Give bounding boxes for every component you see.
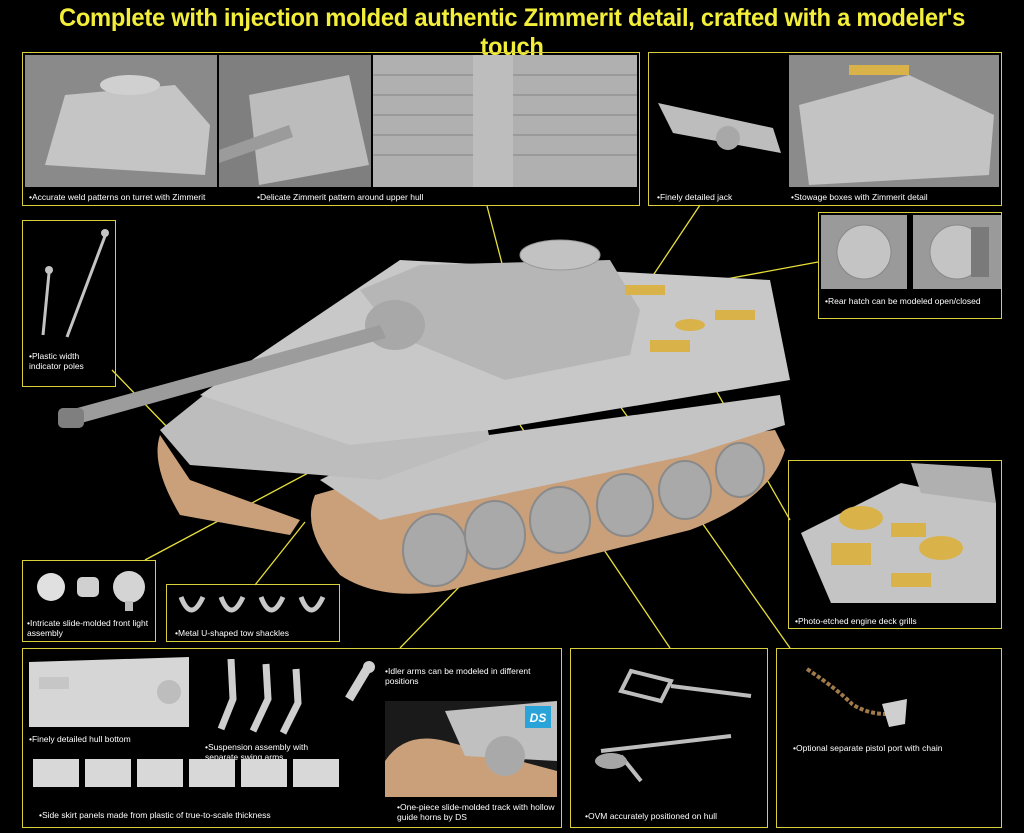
side-skirts-image — [33, 759, 339, 787]
poles-image — [41, 229, 109, 338]
rear-hatch-image — [821, 215, 1001, 289]
caption-suspension: Suspension assembly with separate swing … — [205, 742, 335, 762]
tow-shackles-image — [178, 595, 326, 613]
turret-mantlet-image — [219, 55, 371, 187]
turret-weld-image — [25, 55, 217, 187]
front-light-image — [37, 571, 145, 611]
track-image: DS — [385, 701, 557, 797]
caption-ovm: OVM accurately positioned on hull — [585, 811, 717, 821]
caption-zimmerit: Delicate Zimmerit pattern around upper h… — [257, 192, 423, 202]
pistol-port-image — [805, 667, 907, 727]
grills-box: Photo-etched engine deck grills — [788, 460, 1002, 629]
caption-grills: Photo-etched engine deck grills — [795, 616, 917, 626]
caption-skirts: Side skirt panels made from plastic of t… — [39, 810, 271, 820]
jack-stowage-box: Finely detailed jack Stowage boxes with … — [648, 52, 1002, 206]
caption-hull-bottom: Finely detailed hull bottom — [29, 734, 131, 744]
caption-pistol: Optional separate pistol port with chain — [793, 743, 993, 753]
caption-light: Intricate slide-molded front light assem… — [27, 618, 155, 638]
panther-tank-image — [58, 239, 790, 594]
caption-jack: Finely detailed jack — [657, 192, 732, 202]
engine-deck-grills-image — [801, 463, 996, 603]
suspension-image — [217, 659, 302, 735]
ovm-box: OVM accurately positioned on hull — [570, 648, 768, 828]
upper-detail-box: Accurate weld patterns on turret with Zi… — [22, 52, 640, 206]
ds-logo: DS — [530, 711, 547, 725]
caption-weld: Accurate weld patterns on turret with Zi… — [29, 192, 205, 202]
stowage-boxes-image — [789, 55, 999, 187]
ovm-parts-image — [595, 668, 752, 783]
page-title: Complete with injection molded authentic… — [58, 4, 966, 61]
idler-arm-image — [345, 661, 375, 702]
shackles-box: Metal U-shaped tow shackles — [166, 584, 340, 642]
caption-hatch: Rear hatch can be modeled open/closed — [825, 296, 995, 306]
caption-track: One-piece slide-molded track with hollow… — [397, 802, 557, 822]
hull-zimmerit-image — [373, 55, 637, 187]
caption-shackles: Metal U-shaped tow shackles — [175, 628, 289, 638]
caption-poles: Plastic width indicator poles — [29, 351, 113, 371]
poles-box: Plastic width indicator poles — [22, 220, 116, 387]
lower-parts-box: Finely detailed hull bottom Suspension a… — [22, 648, 562, 828]
hull-bottom-image — [29, 657, 189, 727]
caption-stowage: Stowage boxes with Zimmerit detail — [791, 192, 928, 202]
caption-idler: Idler arms can be modeled in different p… — [385, 666, 535, 686]
pistol-port-box: Optional separate pistol port with chain — [776, 648, 1002, 828]
jack-image — [658, 103, 781, 153]
light-box: Intricate slide-molded front light assem… — [22, 560, 156, 642]
rear-hatch-box: Rear hatch can be modeled open/closed — [818, 212, 1002, 319]
